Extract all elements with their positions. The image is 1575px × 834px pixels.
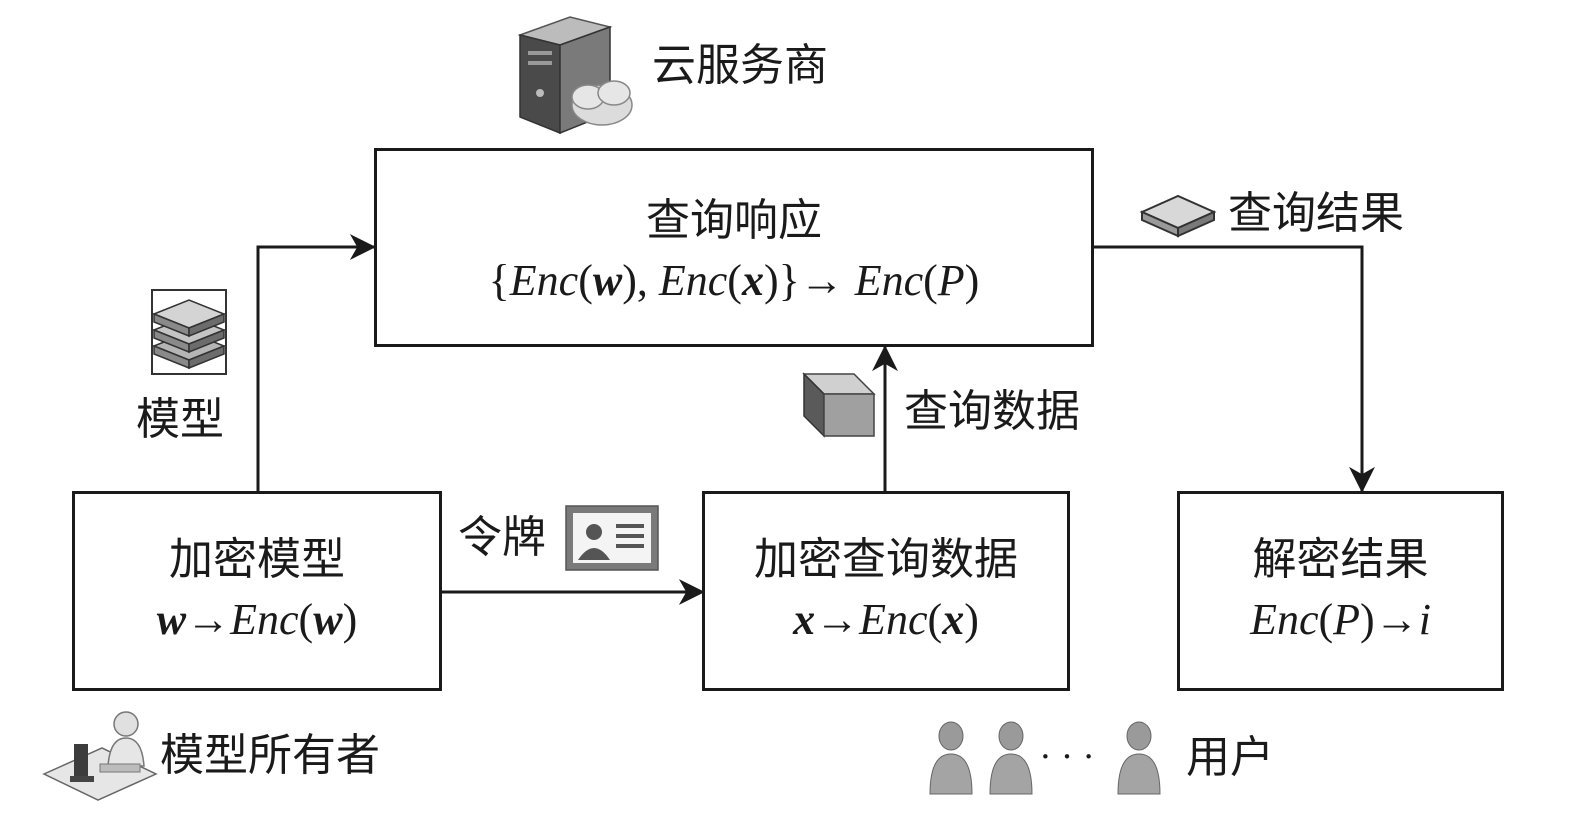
query-data-label: 查询数据 <box>904 386 1080 437</box>
formula-token: { <box>488 255 510 305</box>
formula-token: ( <box>298 594 314 644</box>
formula-token: x <box>793 594 816 644</box>
formula-token: ( <box>927 594 943 644</box>
formula-token: ) <box>964 594 979 644</box>
model-stack-icon <box>151 289 227 375</box>
decrypt-result-formula: Enc(P)→i <box>1180 591 1501 648</box>
formula-token: Enc <box>230 594 299 644</box>
formula-token: w <box>313 594 343 644</box>
query-data-cube-icon <box>802 372 876 438</box>
users-ellipsis: · · · <box>1040 737 1095 777</box>
formula-token: ( <box>1318 594 1334 644</box>
formula-token: )→ <box>1360 594 1419 644</box>
formula-token: ( <box>923 255 938 305</box>
formula-token: )}→ <box>763 255 855 305</box>
model-owner-label: 模型所有者 <box>160 730 380 781</box>
encrypt-query-formula: x→Enc(x) <box>705 591 1067 648</box>
formula-token: Enc <box>509 255 579 305</box>
users-label: 用户 <box>1186 732 1274 783</box>
encrypt-query-box: 加密查询数据 x→Enc(x) <box>702 491 1070 691</box>
query-result-tile-icon <box>1139 194 1217 238</box>
formula-token: Enc <box>658 255 728 305</box>
token-label: 令牌 <box>458 512 546 563</box>
formula-token: ) <box>342 594 358 644</box>
token-card-icon <box>565 505 659 571</box>
formula-token: x <box>942 594 965 644</box>
query-response-formula: {Enc(w), Enc(x)}→ Enc(P) <box>377 252 1091 309</box>
query-response-box: 查询响应 {Enc(w), Enc(x)}→ Enc(P) <box>374 148 1094 347</box>
query-response-title: 查询响应 <box>646 195 822 246</box>
model-owner-workstation-icon <box>42 711 158 801</box>
user-icon <box>1117 721 1161 795</box>
decrypt-result-title: 解密结果 <box>1252 534 1429 585</box>
formula-token: → <box>815 594 860 644</box>
formula-token: Enc <box>1250 594 1319 644</box>
user-icon <box>989 721 1033 795</box>
formula-token: Enc <box>859 594 928 644</box>
user-icon <box>929 721 973 795</box>
formula-token: Enc <box>854 255 924 305</box>
encrypt-model-box: 加密模型 w→Enc(w) <box>72 491 442 691</box>
model-to-query-arrow <box>256 234 376 493</box>
formula-token: w <box>592 255 623 305</box>
encrypt-model-title: 加密模型 <box>169 534 345 585</box>
decrypt-result-box: 解密结果 Enc(P)→i <box>1177 491 1504 691</box>
cloud-provider-label: 云服务商 <box>652 40 828 91</box>
formula-token: P <box>1333 594 1361 644</box>
formula-token: x <box>741 255 764 305</box>
encrypt-query-title: 加密查询数据 <box>754 534 1018 585</box>
model-label: 模型 <box>136 394 224 445</box>
formula-token: w <box>156 594 187 644</box>
formula-token: ( <box>727 255 742 305</box>
server-cloud-icon <box>517 16 633 135</box>
formula-token: ), <box>622 255 659 305</box>
result-arrow <box>1093 245 1375 493</box>
query-result-label: 查询结果 <box>1228 188 1404 239</box>
formula-token: → <box>186 594 231 644</box>
formula-token: ) <box>964 255 980 305</box>
encrypt-model-formula: w→Enc(w) <box>75 591 439 648</box>
formula-token: i <box>1418 594 1431 644</box>
formula-token: ( <box>578 255 593 305</box>
formula-token: P <box>937 255 965 305</box>
